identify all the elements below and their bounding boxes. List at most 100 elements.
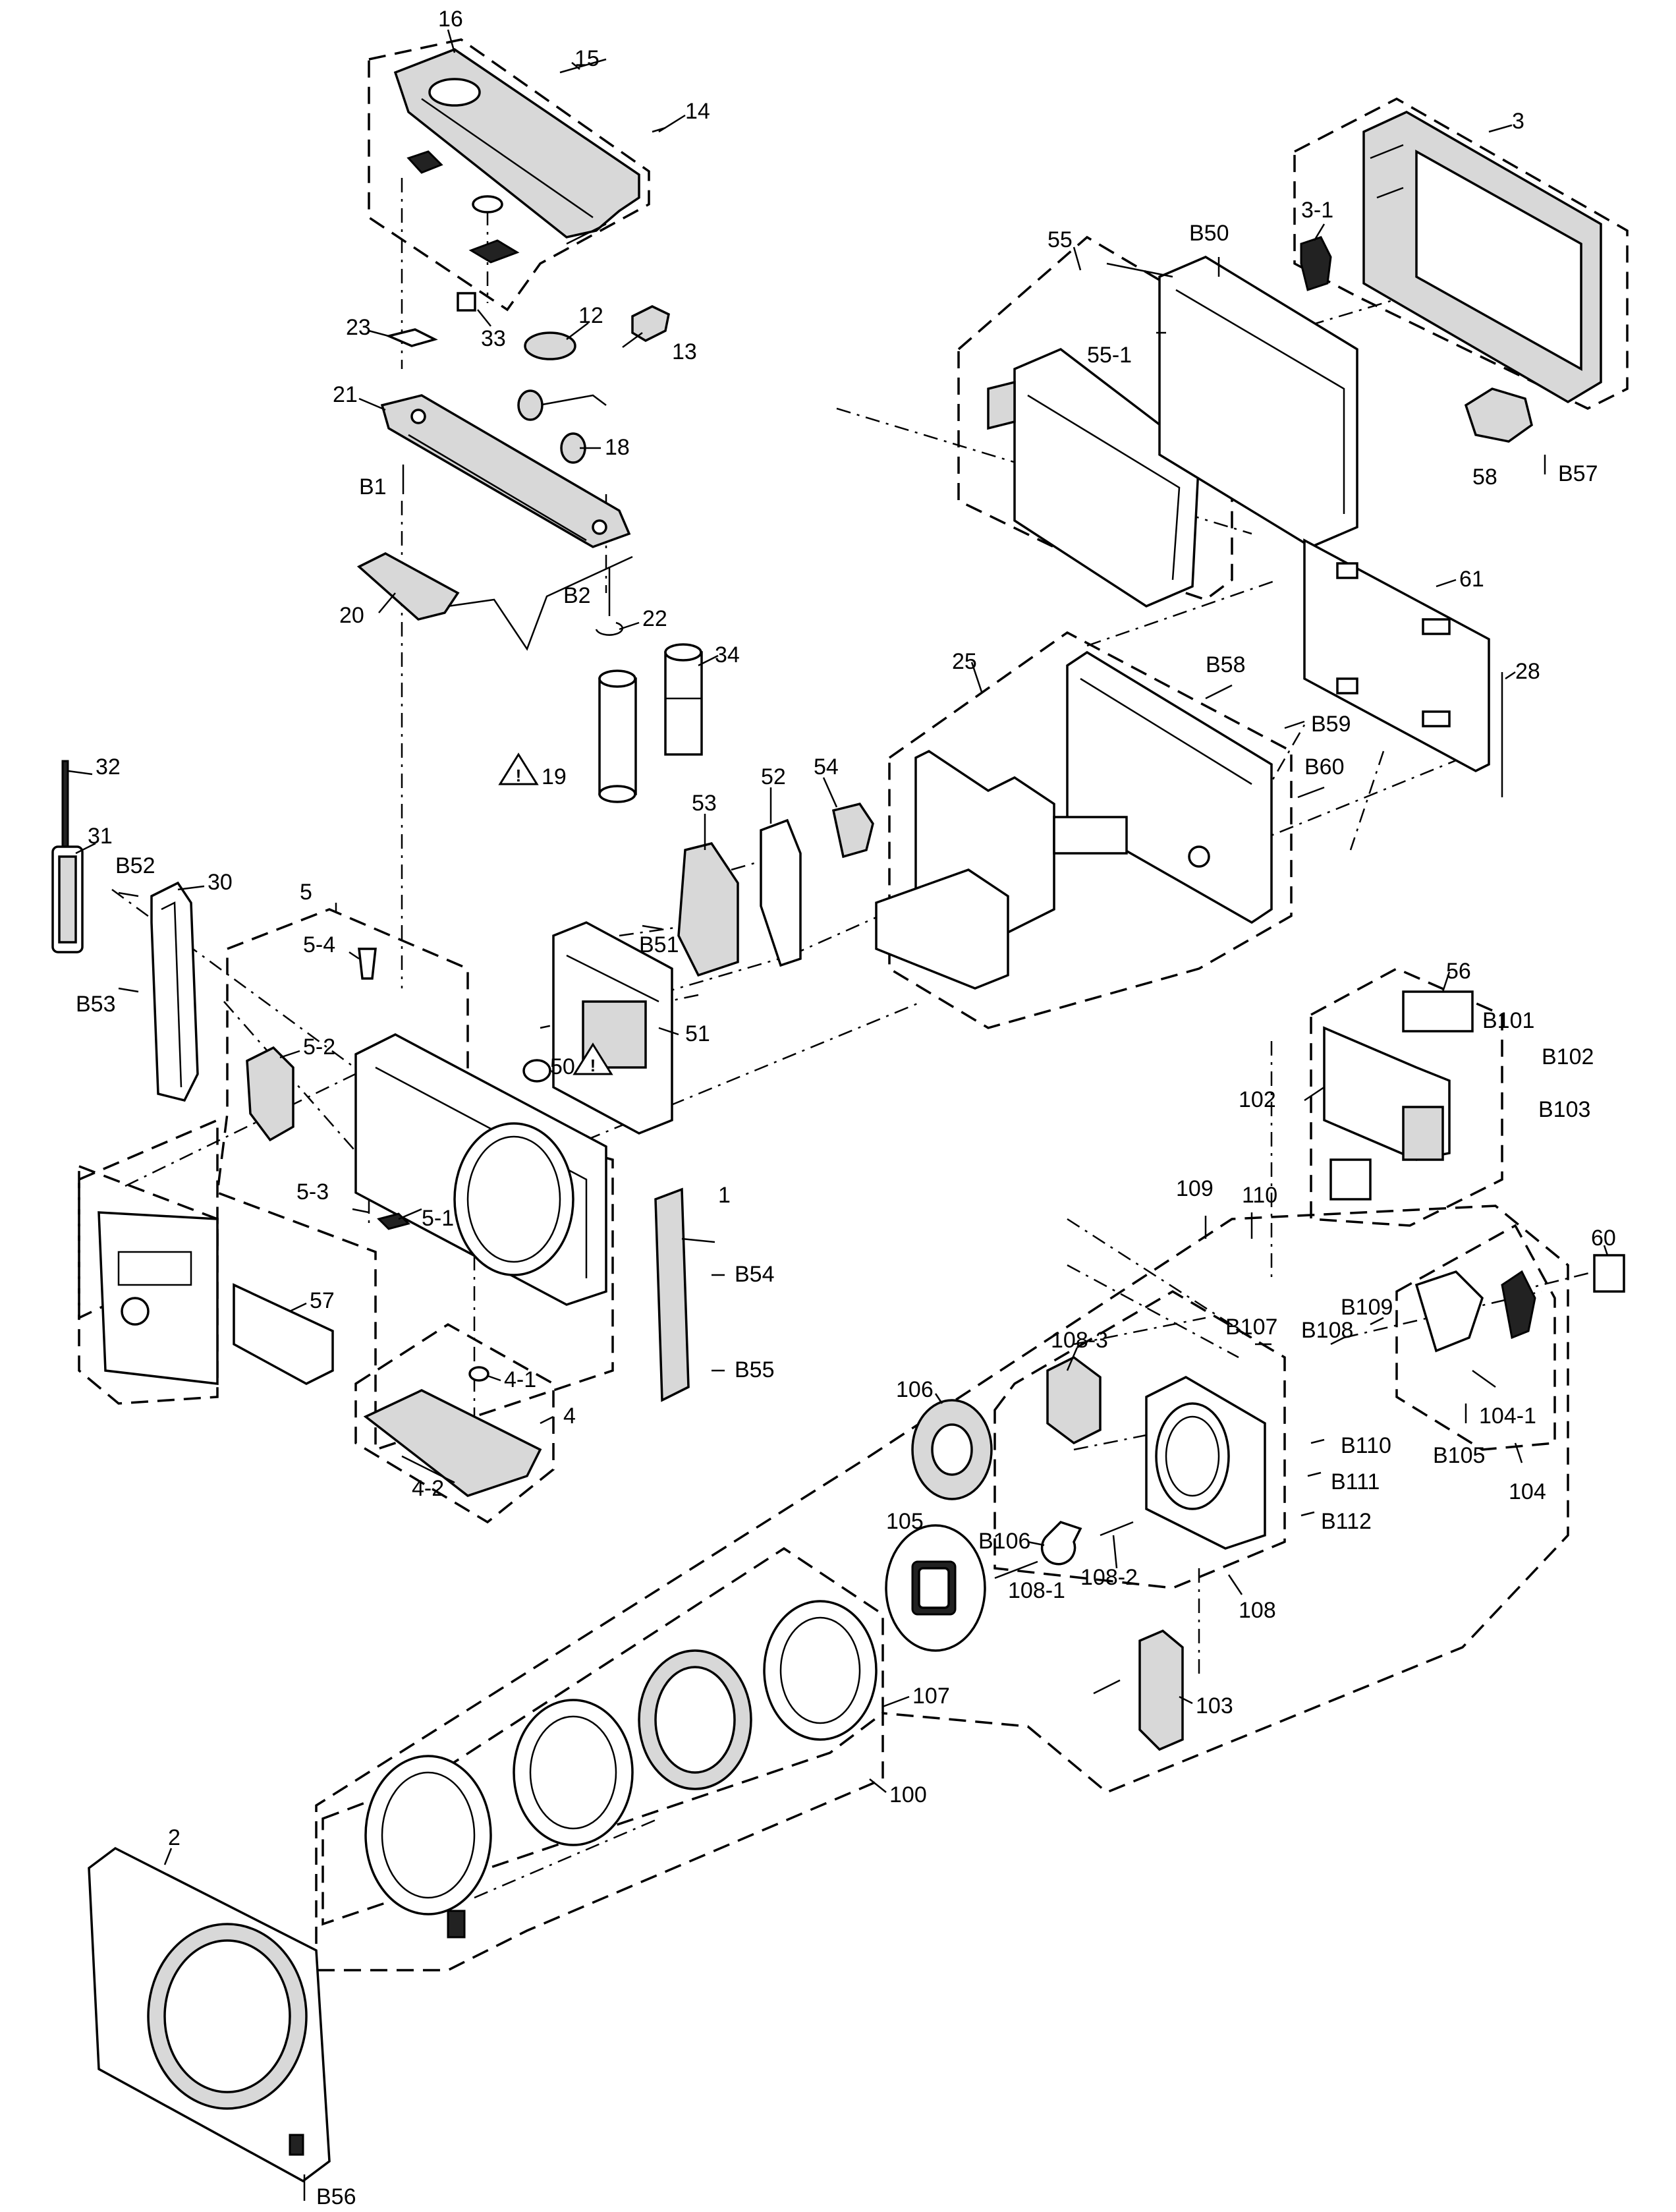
label-56: 56 [1446, 959, 1471, 984]
part-B53-screw [118, 987, 139, 993]
label-55: 55 [1048, 227, 1073, 252]
label-4: 4 [563, 1404, 576, 1429]
part-52-bracket [760, 818, 802, 967]
part-21-board [380, 394, 631, 548]
label-B2: B2 [563, 583, 591, 608]
label-28: 28 [1515, 659, 1540, 684]
part-B52-screw [118, 892, 139, 897]
part-4-1-part [468, 1366, 489, 1382]
part-23-plate [385, 328, 438, 347]
label-108-1: 108-1 [1008, 1578, 1065, 1603]
label-18: 18 [605, 435, 630, 460]
label-105: 105 [886, 1509, 924, 1534]
part-108-3-gear [1046, 1355, 1102, 1445]
parts [51, 48, 1625, 2201]
part-55-rod [1106, 262, 1173, 278]
part-B108-screw [1330, 1336, 1345, 1346]
part-33-switch [457, 292, 476, 312]
label-B111: B111 [1331, 1469, 1380, 1494]
label-3: 3 [1512, 109, 1524, 134]
label-103: 103 [1196, 1693, 1233, 1718]
part-30-side-cover [150, 881, 199, 1102]
part-32-antenna [61, 760, 69, 848]
label-B50: B50 [1189, 221, 1229, 246]
label-B57: B57 [1558, 461, 1598, 486]
part-108-2-shaft [1100, 1521, 1134, 1537]
part-105-lens-unit [885, 1524, 986, 1652]
part-55-lcd-unit [987, 347, 1200, 608]
label-5-2: 5-2 [303, 1035, 335, 1060]
label-58: 58 [1472, 465, 1497, 490]
part-19-battery [598, 669, 637, 803]
part-54-clip [831, 803, 874, 859]
part-51-board [552, 921, 673, 1135]
part-102-board [1323, 1026, 1451, 1161]
label-55-1: 55-1 [1087, 343, 1132, 368]
part-15-strip [559, 58, 607, 74]
label-104-1: 104-1 [1479, 1404, 1536, 1429]
label-5-1: 5-1 [422, 1206, 454, 1231]
label-B101: B101 [1482, 1008, 1534, 1033]
part-57-bracket [233, 1283, 334, 1385]
label-52: 52 [761, 764, 786, 789]
label-1: 1 [718, 1183, 731, 1208]
label-23: 23 [346, 315, 371, 340]
part-2-front-cover [88, 1846, 331, 2183]
group-30-outline [78, 1118, 219, 1320]
part-B51-screw [642, 924, 663, 930]
label-13: 13 [672, 339, 697, 364]
leader-lines [67, 29, 1609, 1865]
label-B58: B58 [1206, 652, 1246, 677]
label-5-3: 5-3 [296, 1179, 329, 1205]
callout-labels: 16 15 14 33 12 13 23 21 18 B1 20 B2 22 3… [76, 7, 1616, 2209]
warning-icons: ! ! [498, 752, 613, 1075]
label-2: 2 [168, 1825, 181, 1850]
group-5-outline [216, 908, 614, 1452]
label-B52: B52 [115, 853, 155, 878]
part-22-ring [595, 621, 624, 636]
part-5-main-frame [354, 1033, 607, 1306]
part-B112-screw [1300, 1511, 1315, 1517]
part-3-1-button [1300, 236, 1332, 291]
part-108-1-motor [1040, 1520, 1082, 1566]
part-56-sheet [1402, 990, 1474, 1033]
part-53-bracket [677, 842, 739, 977]
part-58-part [1464, 387, 1533, 443]
part-B58-screw [1205, 684, 1233, 700]
label-B102: B102 [1542, 1044, 1594, 1069]
label-4-1: 4-1 [504, 1367, 536, 1392]
label-B108: B108 [1301, 1318, 1353, 1343]
label-108-3: 108-3 [1051, 1328, 1108, 1353]
part-104-flash-unit [1414, 1270, 1536, 1353]
part-B110-screw [1310, 1438, 1325, 1444]
label-106: 106 [896, 1377, 934, 1402]
part-107-ring-3 [513, 1699, 634, 1846]
part-B111-screw [1307, 1471, 1322, 1477]
part-107-ring-1 [763, 1600, 878, 1741]
part-106-gear [911, 1399, 993, 1500]
label-4-2: 4-2 [412, 1476, 444, 1501]
part-61-sheet [1303, 538, 1490, 772]
part-16-top-cover [393, 48, 640, 264]
label-33: 33 [481, 326, 506, 351]
label-104: 104 [1509, 1479, 1546, 1504]
part-B59-screw [1284, 720, 1305, 729]
label-B53: B53 [76, 992, 116, 1017]
part-B109-screw [1370, 1317, 1384, 1326]
label-B60: B60 [1304, 754, 1345, 780]
label-B110: B110 [1341, 1433, 1391, 1458]
label-B106: B106 [978, 1529, 1030, 1554]
label-51: 51 [685, 1021, 710, 1046]
part-102-sheet [1329, 1158, 1372, 1201]
label-107: 107 [912, 1684, 950, 1709]
label-B109: B109 [1341, 1295, 1393, 1320]
warning-icon: ! [573, 1042, 613, 1075]
part-103-part [1093, 1629, 1184, 1751]
label-B54: B54 [735, 1262, 775, 1287]
label-B51: B51 [639, 932, 679, 957]
label-B103: B103 [1538, 1097, 1590, 1122]
label-54: 54 [814, 754, 839, 780]
label-B107: B107 [1225, 1315, 1277, 1340]
label-61: 61 [1459, 567, 1484, 592]
